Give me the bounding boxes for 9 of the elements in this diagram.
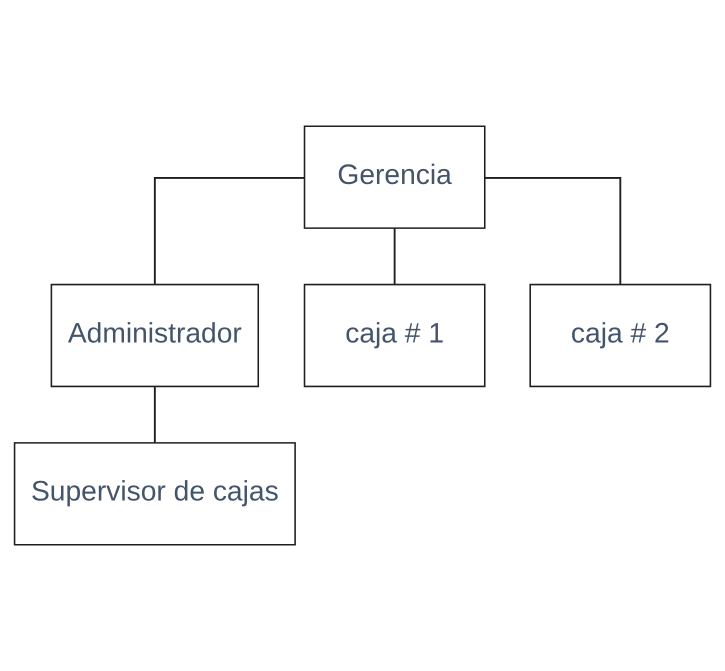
- node-box: Administrador: [50, 284, 260, 388]
- connector: [485, 177, 622, 284]
- node-box: Gerencia: [304, 125, 486, 229]
- node-box: Supervisor de cajas: [14, 442, 296, 546]
- connector: [154, 386, 156, 442]
- node-box: caja # 1: [304, 284, 486, 388]
- connector: [154, 177, 304, 284]
- node-box: caja # 2: [529, 284, 712, 388]
- connector: [394, 228, 396, 284]
